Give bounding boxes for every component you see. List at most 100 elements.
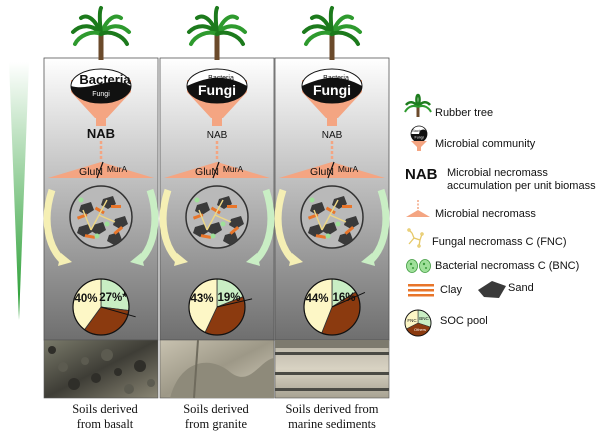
glun-mura-divider [327, 161, 335, 179]
fnc-flow-arrowhead [174, 253, 188, 266]
legend-mc-fungi-text: Fungi [415, 136, 424, 140]
sediment-layer [275, 388, 389, 391]
glun-label: GluN [195, 166, 219, 178]
bnc-flow-arrow [366, 188, 390, 265]
rubber-tree-icon [302, 6, 362, 60]
tree-leaf [304, 30, 334, 46]
pie-outline [72, 278, 130, 336]
mura-label: MurA [107, 164, 128, 174]
glun-mura-divider [96, 161, 104, 179]
funnel-spout [212, 118, 222, 126]
legend-nab-key: NAB [405, 166, 438, 183]
rock-texture [68, 378, 80, 390]
community-fungi-area [302, 77, 362, 103]
mura-label: MurA [338, 164, 359, 174]
clay-particle [325, 206, 336, 215]
glun-mura-divider [212, 161, 220, 179]
sand-particle [113, 216, 128, 229]
soil-aggregate [185, 185, 249, 249]
glun-label: GluN [79, 166, 103, 178]
clay-particle [113, 226, 124, 235]
pie-pointer-line [331, 292, 366, 308]
clay-particle [200, 234, 212, 239]
pie-label-fnc: 40% [74, 293, 97, 305]
bacterial-cell [325, 233, 331, 239]
sand-particle [107, 232, 122, 245]
tree-leaf [215, 30, 245, 46]
community-fungi-area [71, 81, 131, 103]
bnc-flow-arrowhead [130, 253, 144, 266]
clay-particle [111, 205, 121, 208]
vegetation-effect-arrow [9, 62, 29, 320]
legend-rubber-tree-icon [404, 93, 432, 117]
community-bacteria-text: Bacteria [323, 75, 349, 82]
sand-particle [77, 224, 92, 237]
legend-soc-others-text: Others [414, 327, 426, 332]
tree-leaf [97, 6, 103, 36]
necromass-pile [279, 162, 385, 178]
tree-trunk [214, 34, 220, 60]
necromass-pile [164, 162, 270, 178]
rock-texture [147, 379, 155, 387]
community-fungi-text: Fungi [198, 82, 236, 98]
clay-particle [227, 205, 237, 208]
legend-clay-icon [408, 284, 434, 297]
legend-mc-bacteria-text: Bacteria [412, 129, 425, 133]
soc-pie: 40%27%* [72, 278, 136, 336]
nab-label: NAB [322, 130, 343, 141]
caption-marine-line1: Soils derived from [285, 402, 379, 416]
necromass-pile [48, 162, 154, 178]
legend-soc-fnc-text: FNC [407, 318, 417, 323]
bacterial-cell [94, 233, 100, 239]
tree-leaf [328, 6, 334, 36]
soil-photo [43, 339, 159, 399]
caption-basalt-line1: Soils derived [72, 402, 138, 416]
rock-crack [193, 339, 199, 399]
bacterial-cell [78, 197, 84, 203]
tree-leaf [99, 30, 129, 46]
tree-trunk [329, 34, 335, 60]
funnel-spout [96, 118, 106, 126]
bacterial-cell [309, 197, 315, 203]
sediment-layer [275, 352, 389, 355]
sand-particle [91, 222, 106, 235]
rock-texture [81, 357, 89, 365]
caption-marine-line2: marine sediments [288, 417, 376, 431]
bacterial-cell [194, 197, 200, 203]
sand-particle [223, 232, 238, 245]
rock-texture [114, 368, 122, 376]
legend: Bacteria Fungi [404, 93, 506, 337]
clay-particle [229, 226, 240, 235]
tree-leaf [330, 30, 360, 46]
clay-particle [210, 206, 221, 215]
bacterial-cell [220, 221, 226, 227]
rubber-tree-icon [71, 6, 131, 60]
community-fungi-text: Fungi [92, 91, 110, 98]
caption-granite: Soils derived from granite [156, 402, 276, 432]
soil-photo [274, 339, 390, 399]
soil-photo [159, 339, 275, 399]
sand-particle [195, 202, 210, 215]
rock-texture [58, 362, 68, 372]
fungal-hyphae [82, 199, 116, 231]
bnc-flow-arrow [251, 188, 275, 265]
fungal-hyphae [198, 199, 232, 231]
bnc-flow-arrow [135, 188, 159, 265]
rock-texture [134, 360, 146, 372]
pie-outline [303, 278, 361, 336]
legend-microbial-necromass-icon [406, 200, 430, 217]
soc-pie: 43%19% [188, 278, 253, 336]
rock-texture [124, 384, 134, 394]
community-fungi-text: Fungi [313, 82, 351, 98]
legend-sand-icon [478, 281, 506, 298]
bnc-flow-arrowhead [246, 253, 260, 266]
nab-label: NAB [87, 126, 115, 141]
pie-label-bnc: 16% [332, 292, 355, 304]
rock-texture [101, 349, 113, 361]
pie-label-bnc: 19% [217, 292, 240, 304]
